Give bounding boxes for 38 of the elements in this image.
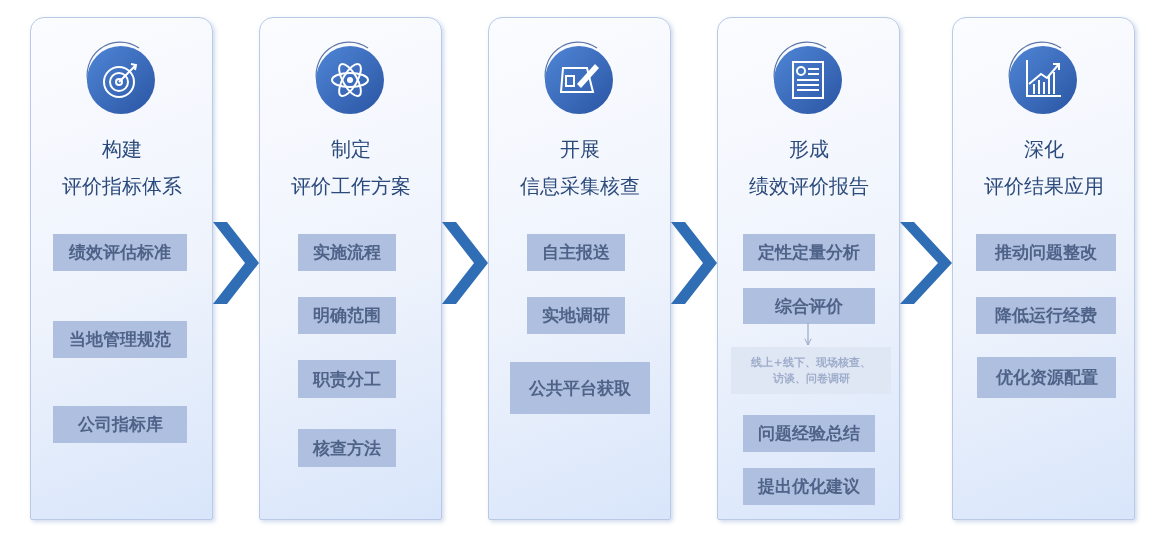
chevron-arrow <box>213 222 259 304</box>
item-label: 明确范围 <box>298 297 396 334</box>
chevron-arrow <box>900 222 952 304</box>
item-label: 问题经验总结 <box>743 415 875 452</box>
step-heading: 开展 <box>558 136 601 163</box>
step-heading: 评价指标体系 <box>60 173 183 200</box>
item-label: 定性定量分析 <box>743 234 875 271</box>
step-heading: 绩效评价报告 <box>747 173 870 200</box>
step-heading: 形成 <box>787 136 830 163</box>
step-card <box>952 17 1135 520</box>
step-card <box>488 17 671 520</box>
item-label: 自主报送 <box>527 234 625 271</box>
arrow <box>804 322 812 346</box>
step-heading: 深化 <box>1022 136 1065 163</box>
chevron-arrow <box>671 222 717 304</box>
step-card <box>259 17 442 520</box>
item-label: 降低运行经费 <box>976 297 1116 334</box>
note-box: 线上+线下、现场核查、访谈、问卷调研 <box>731 347 891 394</box>
item-label: 优化资源配置 <box>977 357 1116 398</box>
item-label: 核查方法 <box>298 429 396 467</box>
item-label: 提出优化建议 <box>743 468 875 505</box>
step-heading: 评价结果应用 <box>982 173 1105 200</box>
chevron-arrow <box>442 222 488 304</box>
item-label: 当地管理规范 <box>53 321 187 358</box>
item-label: 实地调研 <box>527 297 625 334</box>
step-heading: 评价工作方案 <box>289 173 412 200</box>
item-label: 实施流程 <box>298 234 396 271</box>
item-label: 职责分工 <box>298 360 396 398</box>
item-label: 公共平台获取 <box>510 362 650 414</box>
item-label: 推动问题整改 <box>976 234 1116 271</box>
step-card <box>717 17 900 520</box>
item-label: 综合评价 <box>743 288 875 324</box>
step-card <box>30 17 213 520</box>
item-label: 公司指标库 <box>53 406 187 443</box>
step-heading: 构建 <box>100 136 143 163</box>
step-heading: 信息采集核查 <box>518 173 641 200</box>
step-heading: 制定 <box>329 136 372 163</box>
item-label: 绩效评估标准 <box>53 234 187 271</box>
